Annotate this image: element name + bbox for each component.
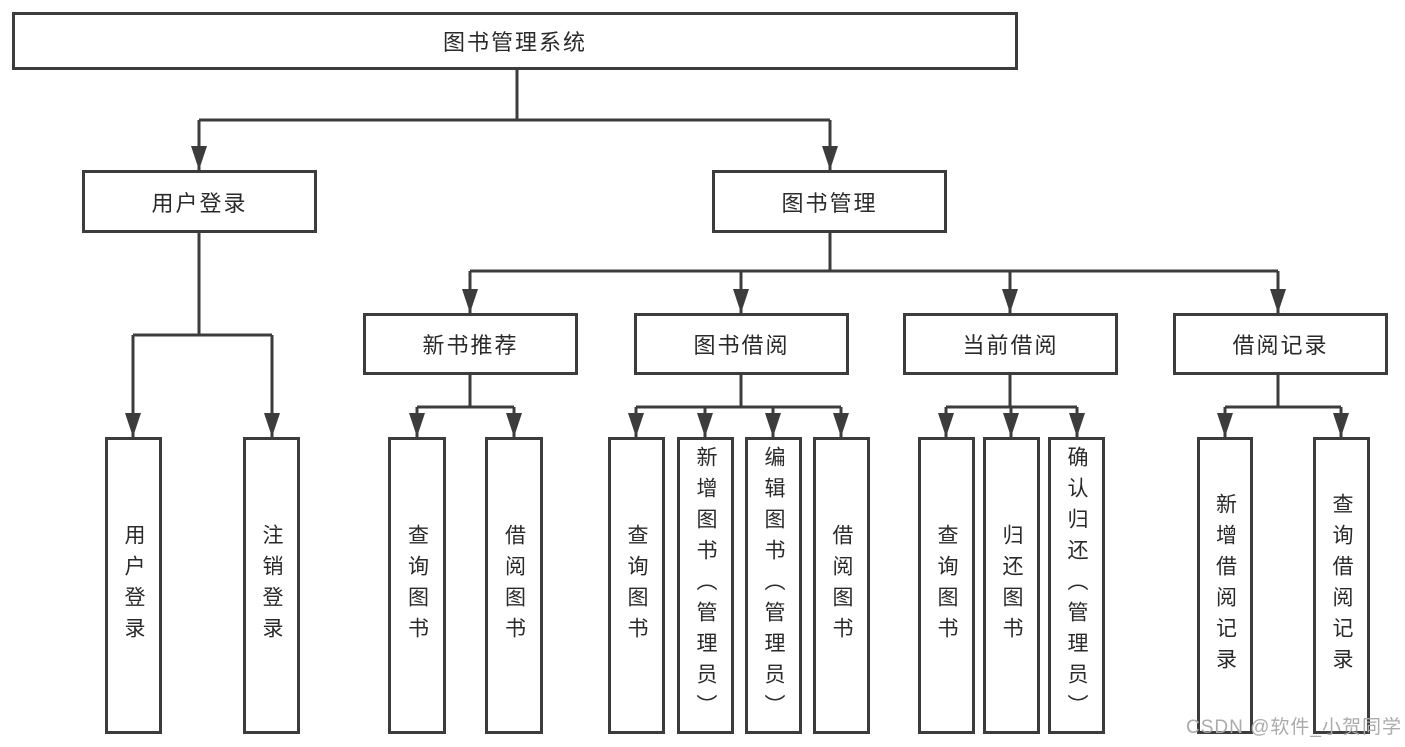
leaf-user-login: 用户登录 [105,437,162,734]
leaf-query-books-recommend: 查询图书 [388,437,446,734]
leaf-add-books-admin: 新增图书（管理员） [677,437,734,734]
arrowheads [125,146,1349,437]
leaf-query-books-current: 查询图书 [918,437,975,734]
leaf-add-borrow-record: 新增借阅记录 [1197,437,1253,734]
leaf-borrow-books-recommend: 借阅图书 [485,437,543,734]
node-new-book-recommend: 新书推荐 [363,313,578,375]
leaf-query-borrow-record: 查询借阅记录 [1313,437,1370,734]
leaf-confirm-return-admin: 确认归还（管理员） [1048,437,1105,734]
node-book-management: 图书管理 [712,170,947,233]
node-borrowing-records: 借阅记录 [1173,313,1388,375]
watermark-text: CSDN @软件_小贺同学 [1186,717,1402,738]
leaf-logout: 注销登录 [243,437,300,734]
node-library-management-system: 图书管理系统 [12,12,1018,70]
leaf-query-books-borrowing: 查询图书 [608,437,665,734]
leaf-return-books: 归还图书 [983,437,1040,734]
leaf-borrow-books: 借阅图书 [813,437,870,734]
node-book-borrowing: 图书借阅 [634,313,849,375]
leaf-edit-books-admin: 编辑图书（管理员） [745,437,802,734]
node-user-login: 用户登录 [82,170,317,233]
node-current-borrowing: 当前借阅 [903,313,1118,375]
